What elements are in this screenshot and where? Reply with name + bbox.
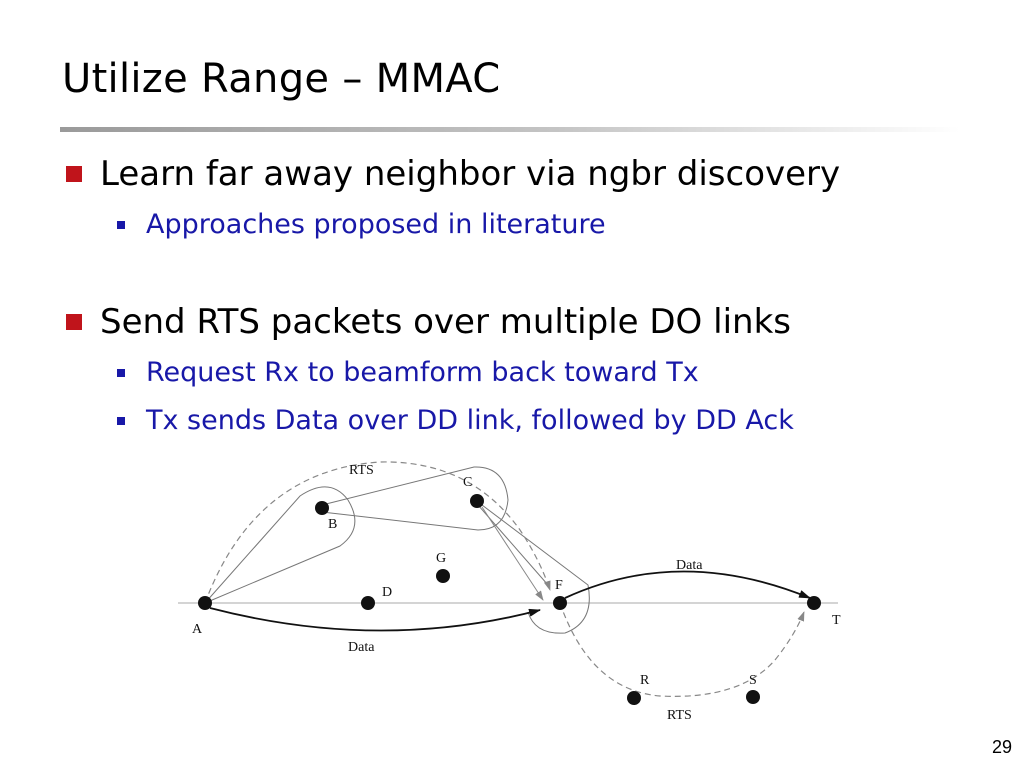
node-d-label: D [382,585,392,600]
title-divider [60,127,960,132]
bullet-2: Send RTS packets over multiple DO links [66,302,791,342]
sub-bullet-2-2: Tx sends Data over DD link, followed by … [117,405,794,436]
data-arc-a-f [209,607,541,632]
rts-bottom-arc [559,602,805,697]
node-s-label: S [749,673,757,688]
sub-bullet-2-1: Request Rx to beamform back toward Tx [117,357,699,388]
bullet-2-text: Send RTS packets over multiple DO links [100,302,791,342]
node-s [746,690,760,704]
beam-f-shape [481,504,590,634]
node-r [627,691,641,705]
data-arc-f-t [564,570,811,599]
node-g [436,569,450,583]
page-number: 29 [991,737,1012,757]
bullet-1: Learn far away neighbor via ngbr discove… [66,154,841,194]
sub-bullet-1-1-text: Approaches proposed in literature [146,209,606,240]
data-top-label: Data [676,558,703,573]
bullet-square-icon [66,166,82,182]
node-f [553,596,567,610]
node-c-label: C [463,475,472,490]
node-g-label: G [436,551,446,566]
bullet-1-text: Learn far away neighbor via ngbr discove… [100,154,841,194]
node-b-label: B [328,517,337,532]
bullet-square-icon [66,314,82,330]
beam-a-b-shape [204,486,356,604]
sub-bullet-square-icon [117,221,125,229]
beam-c-f-arrow [481,506,544,601]
sub-bullet-2-2-text: Tx sends Data over DD link, followed by … [146,405,794,436]
sub-bullet-2-1-text: Request Rx to beamform back toward Tx [146,357,699,388]
data-bottom-label: Data [348,640,375,655]
slide-title: Utilize Range – MMAC [62,56,501,102]
node-d [361,596,375,610]
rts-top-arc [204,461,551,604]
node-c [470,494,484,508]
node-t-label: T [832,613,841,628]
sub-bullet-square-icon [117,417,125,425]
node-a [198,596,212,610]
sub-bullet-square-icon [117,369,125,377]
node-b [315,501,329,515]
beam-b-c-shape [321,466,509,531]
node-r-label: R [640,673,650,688]
rts-top-label: RTS [349,463,374,478]
sub-bullet-1-1: Approaches proposed in literature [117,209,606,240]
node-f-label: F [555,578,563,593]
rts-bottom-label: RTS [667,708,692,723]
node-a-label: A [192,622,203,637]
node-t [807,596,821,610]
